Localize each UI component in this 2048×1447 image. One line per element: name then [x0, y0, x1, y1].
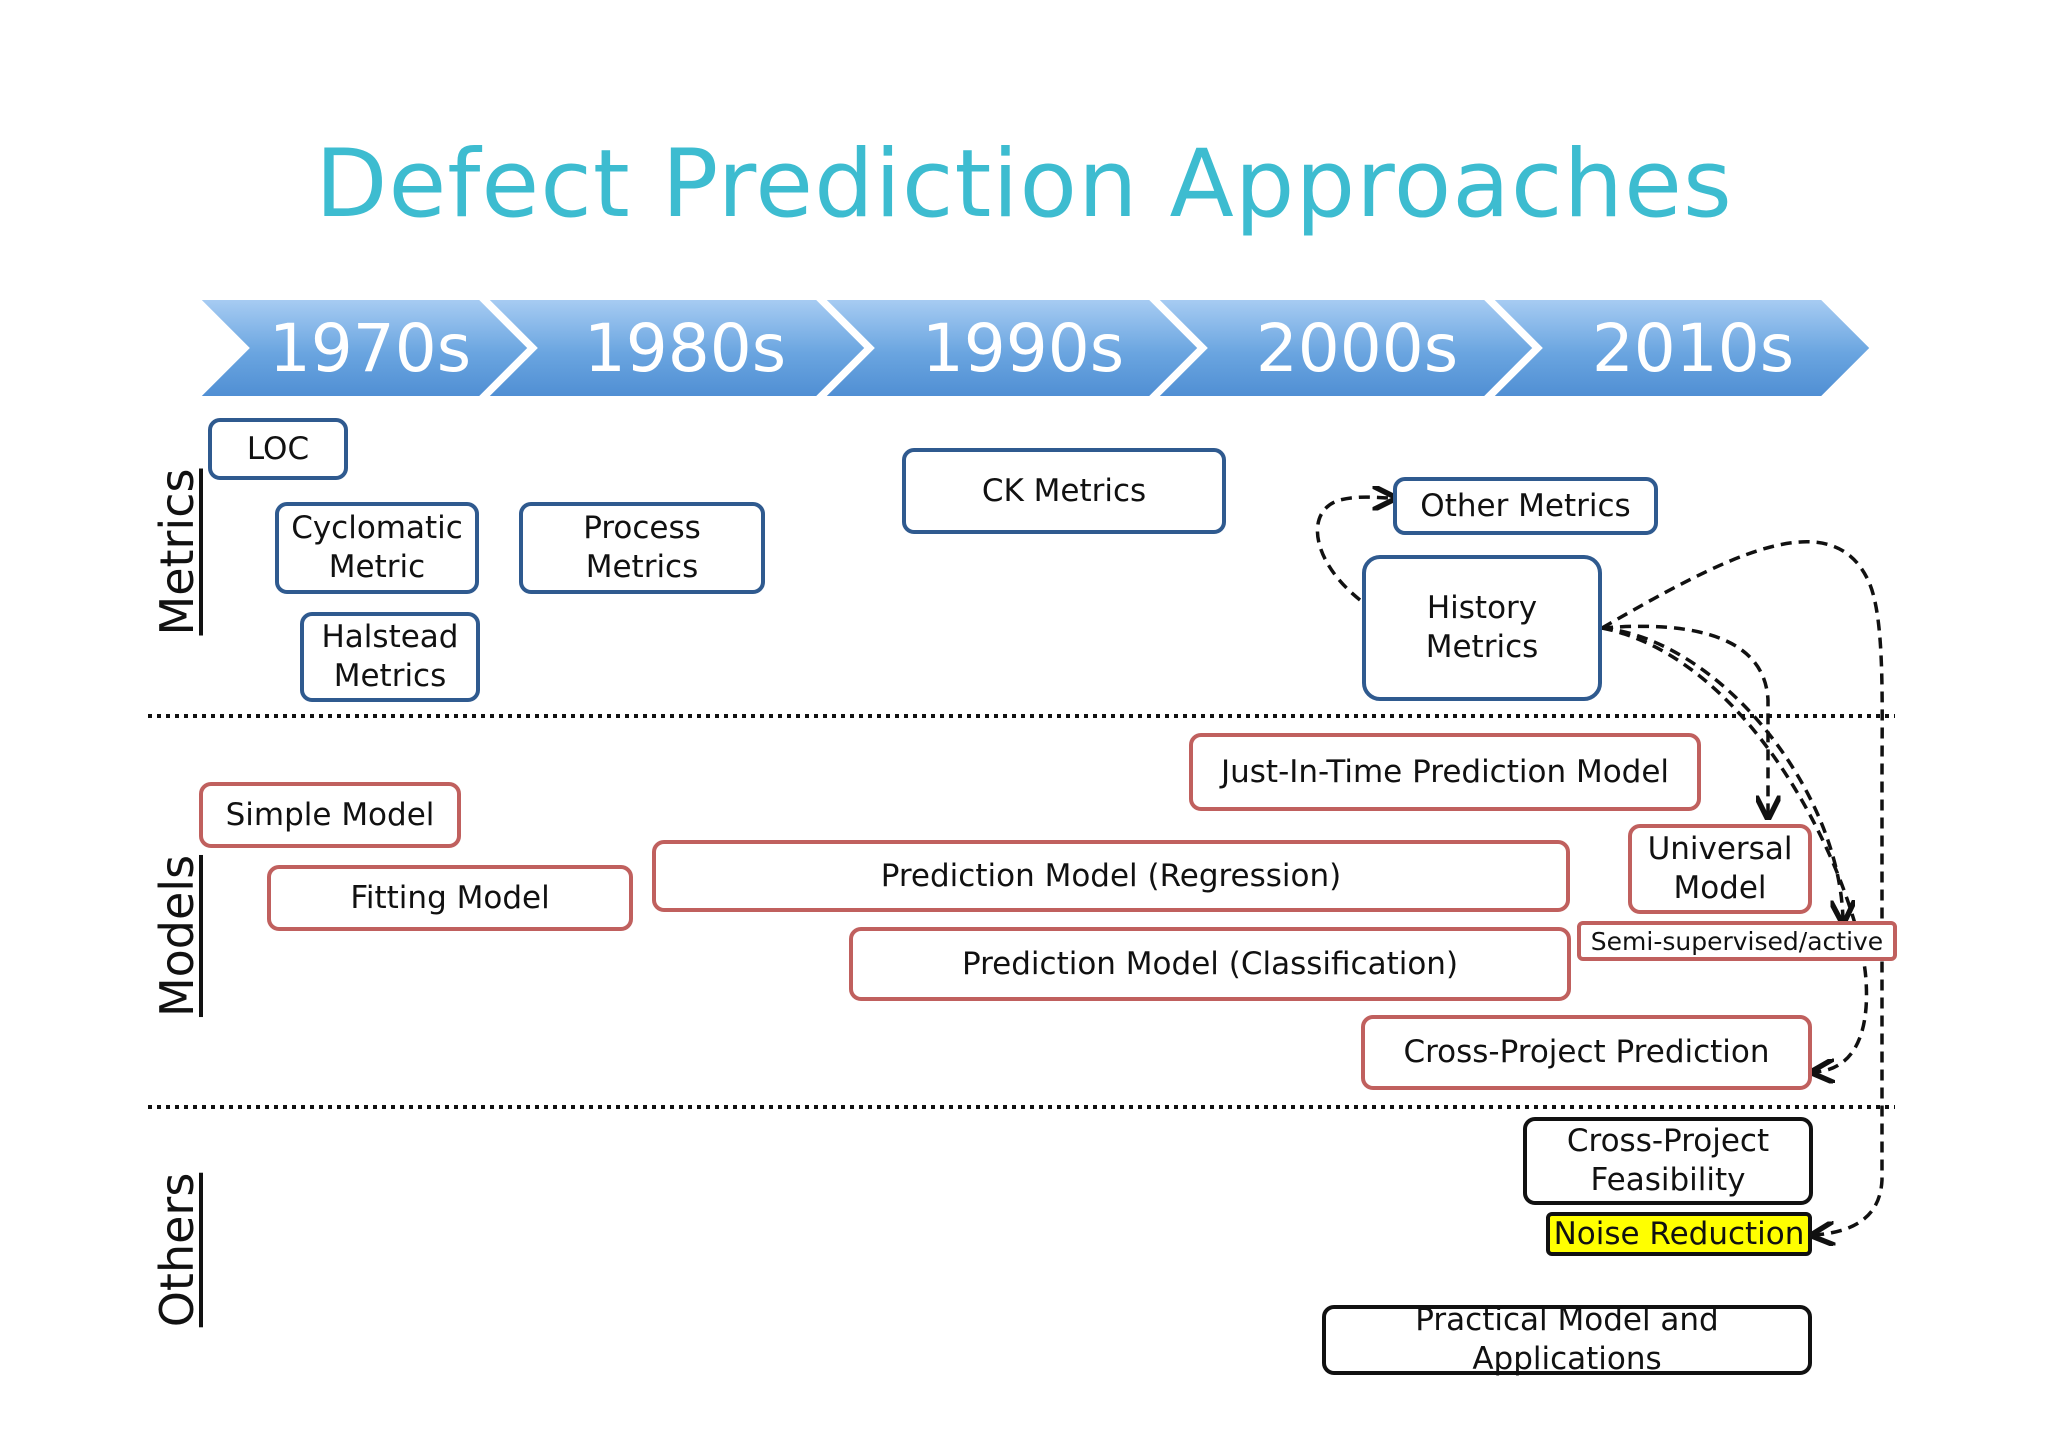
timeline-chevron-1980s: [480, 296, 870, 400]
box-cyclomatic-metric: Cyclomatic Metric: [275, 502, 479, 594]
box-prediction-classification: Prediction Model (Classification): [849, 927, 1571, 1001]
box-loc: LOC: [208, 418, 348, 480]
row-label-models: Models: [150, 854, 204, 1018]
timeline-chevron-2000s: [1150, 296, 1538, 400]
decade-1970s: 1970s: [268, 309, 472, 387]
box-noise-reduction: Noise Reduction: [1546, 1212, 1812, 1256]
row-label-metrics: Metrics: [150, 468, 204, 636]
timeline-chevron-2010s: [1485, 296, 1875, 400]
box-universal-model: Universal Model: [1628, 824, 1812, 914]
decade-2010s: 2010s: [1591, 309, 1795, 387]
box-semi-supervised-active: Semi-supervised/active: [1577, 921, 1897, 961]
arrow-history-to-noise: [1601, 540, 1884, 1235]
timeline-chevron-1970s: [192, 296, 533, 400]
box-practical-model-applications: Practical Model and Applications: [1322, 1302, 1812, 1377]
row-label-others: Others: [150, 1172, 204, 1328]
box-process-metrics: Process Metrics: [519, 502, 765, 594]
box-just-in-time-model: Just-In-Time Prediction Model: [1189, 733, 1701, 811]
box-cross-project-feasibility: Cross-Project Feasibility: [1523, 1117, 1813, 1205]
decade-1990s: 1990s: [921, 309, 1125, 387]
box-cross-project-prediction: Cross-Project Prediction: [1361, 1015, 1812, 1090]
box-other-metrics: Other Metrics: [1393, 477, 1658, 535]
timeline-chevron-1990s: [817, 296, 1203, 400]
box-halstead-metrics: Halstead Metrics: [300, 612, 480, 702]
decade-1980s: 1980s: [583, 309, 787, 387]
arrow-history-to-universal: [1601, 624, 1768, 815]
box-history-metrics: History Metrics: [1362, 555, 1602, 701]
page-title: Defect Prediction Approaches: [315, 130, 1733, 239]
box-prediction-regression: Prediction Model (Regression): [652, 840, 1570, 912]
arrow-history-to-other: [1315, 497, 1392, 602]
decade-2000s: 2000s: [1255, 309, 1459, 387]
box-simple-model: Simple Model: [199, 782, 461, 848]
box-ck-metrics: CK Metrics: [902, 448, 1226, 534]
box-fitting-model: Fitting Model: [267, 865, 633, 931]
arrow-history-to-cross: [1601, 626, 1869, 1072]
